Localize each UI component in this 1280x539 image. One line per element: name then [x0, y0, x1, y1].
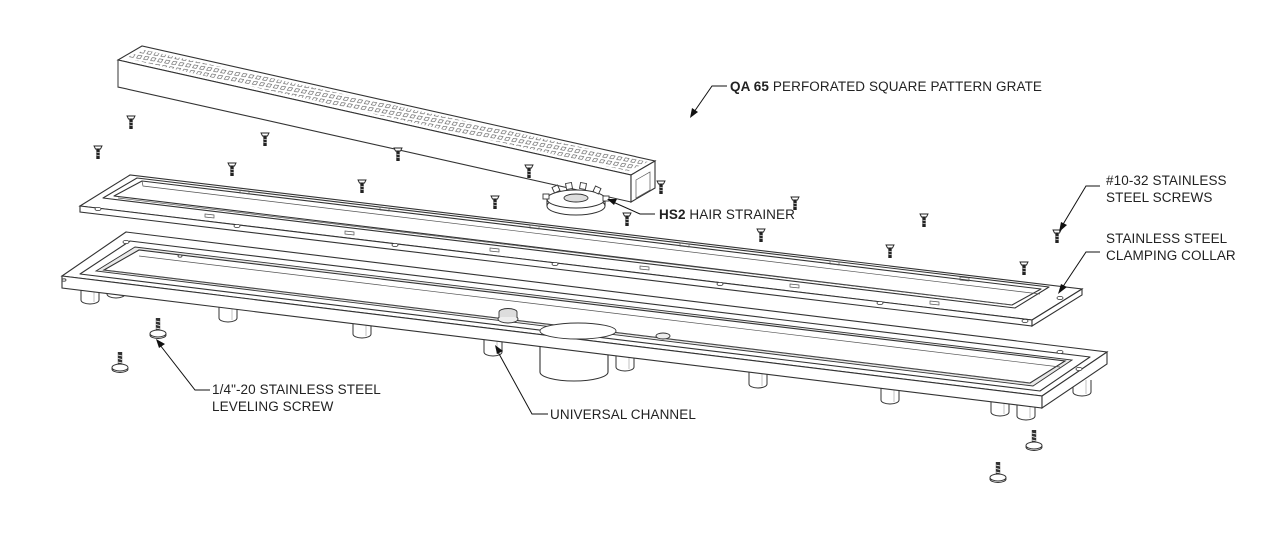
- hair-strainer-label-model: HS2: [659, 207, 686, 222]
- grate-label-model: QA 65: [730, 79, 770, 94]
- grate-label: QA 65 PERFORATED SQUARE PATTERN GRATE: [730, 78, 1042, 95]
- screws-label-line1: #10-32 STAINLESS: [1106, 173, 1227, 188]
- hair-strainer-label-desc: HAIR STRAINER: [689, 207, 795, 222]
- channel-label-text: UNIVERSAL CHANNEL: [550, 407, 696, 422]
- collar-label-line1: STAINLESS STEEL: [1106, 231, 1228, 246]
- leveling-screw-label: 1/4"-20 STAINLESS STEEL LEVELING SCREW: [212, 381, 381, 415]
- channel-label: UNIVERSAL CHANNEL: [550, 406, 696, 423]
- clamping-collar: [78, 174, 1084, 327]
- screws-label-line2: STEEL SCREWS: [1106, 190, 1213, 205]
- collar-label: STAINLESS STEEL CLAMPING COLLAR: [1106, 230, 1236, 264]
- leveling-screw-label-line1: 1/4"-20 STAINLESS STEEL: [212, 382, 381, 397]
- grate-label-desc: PERFORATED SQUARE PATTERN GRATE: [772, 79, 1043, 94]
- hair-strainer-label: HS2 HAIR STRAINER: [659, 206, 795, 223]
- perforated-grate: [116, 45, 657, 203]
- collar-label-line2: CLAMPING COLLAR: [1106, 248, 1236, 263]
- hair-strainer: [542, 182, 610, 216]
- leader-lines: [156, 85, 1100, 415]
- leveling-screw-label-line2: LEVELING SCREW: [212, 399, 334, 414]
- universal-channel: [60, 231, 1109, 421]
- screws-label: #10-32 STAINLESS STEEL SCREWS: [1106, 172, 1227, 206]
